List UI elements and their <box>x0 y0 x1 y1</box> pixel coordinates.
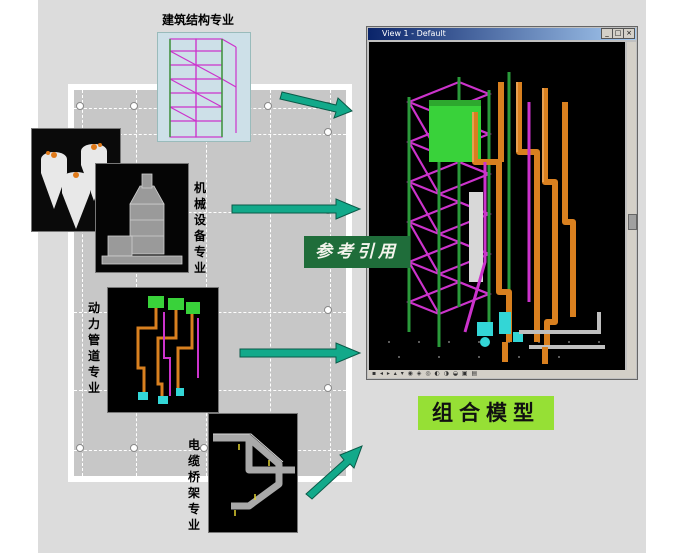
window-titlebar[interactable]: View 1 - Default <box>368 28 636 40</box>
piping-label: 动力管道专业 <box>87 301 100 395</box>
model-viewport[interactable] <box>369 42 625 371</box>
vertical-scrollbar[interactable] <box>627 42 637 371</box>
structure-thumbnail <box>157 32 251 142</box>
cable-label: 电缆桥架专业 <box>187 438 200 532</box>
cable-tray-thumbnail <box>208 413 298 533</box>
arrow-from-structure <box>279 91 353 119</box>
combined-model-label: 组合模型 <box>418 396 554 430</box>
view-toolbar[interactable]: ▪ ◂ ▸ ▴ ▾ ◉ ◈ ◎ ◐ ◑ ◒ ▣ ▤ <box>368 370 636 378</box>
arrow-from-cable <box>305 445 363 500</box>
piping-thumbnail <box>107 287 219 413</box>
mill-thumbnail <box>95 163 189 273</box>
arrow-from-mechanical <box>231 198 362 220</box>
structure-label: 建筑结构专业 <box>162 13 235 27</box>
close-button[interactable]: × <box>623 28 635 39</box>
reference-label: 参考引用 <box>304 236 410 268</box>
cad-window[interactable]: View 1 - Default _ □ × <box>366 26 638 380</box>
arrow-from-piping <box>239 342 362 364</box>
mechanical-label: 机械设备专业 <box>193 181 206 275</box>
scroll-thumb[interactable] <box>628 214 637 230</box>
